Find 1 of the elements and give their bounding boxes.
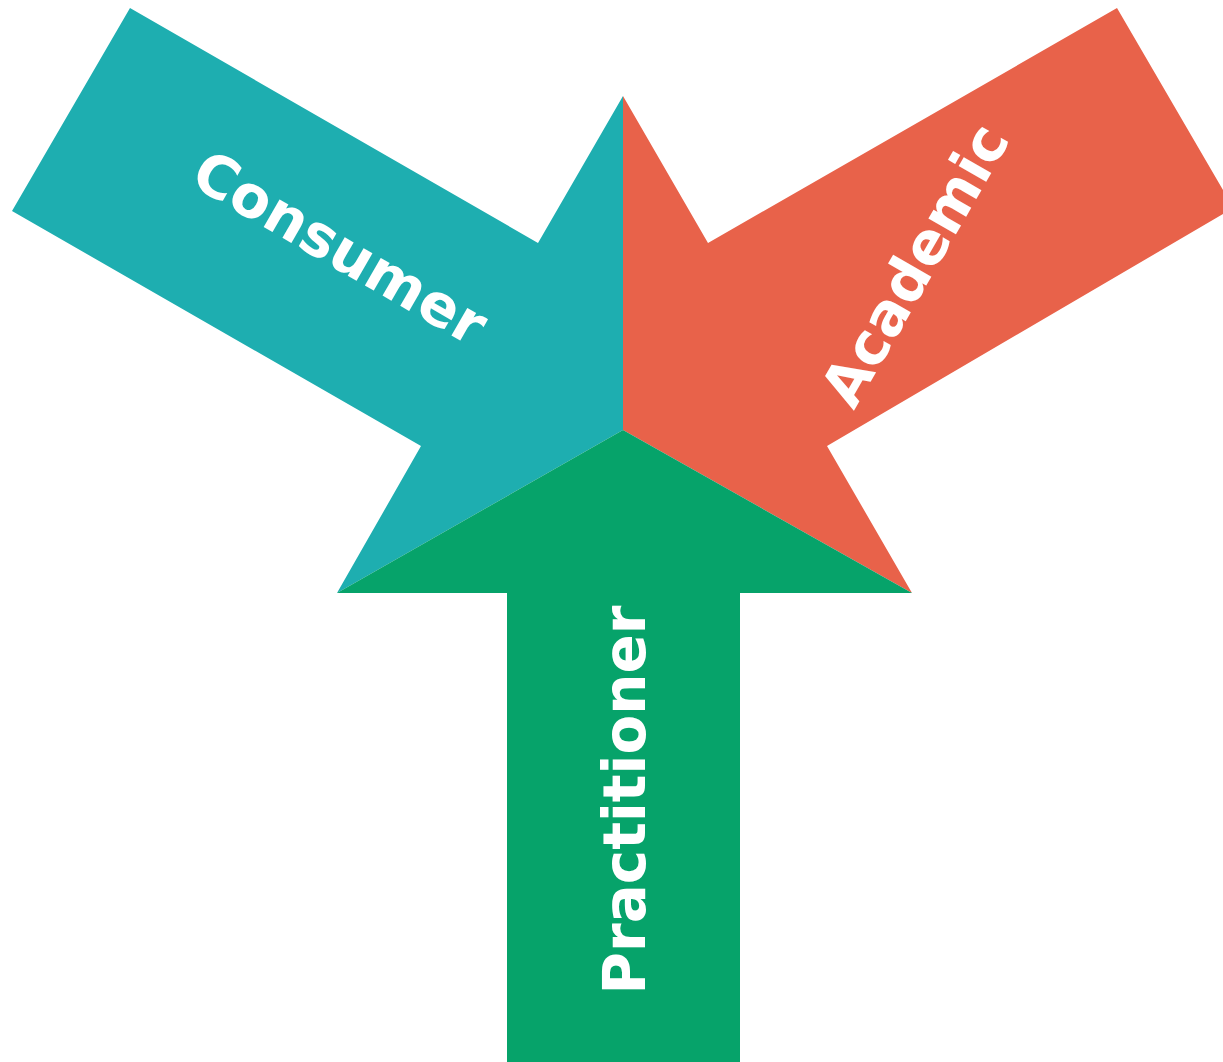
arrow-label: Practitioner [596, 605, 654, 995]
